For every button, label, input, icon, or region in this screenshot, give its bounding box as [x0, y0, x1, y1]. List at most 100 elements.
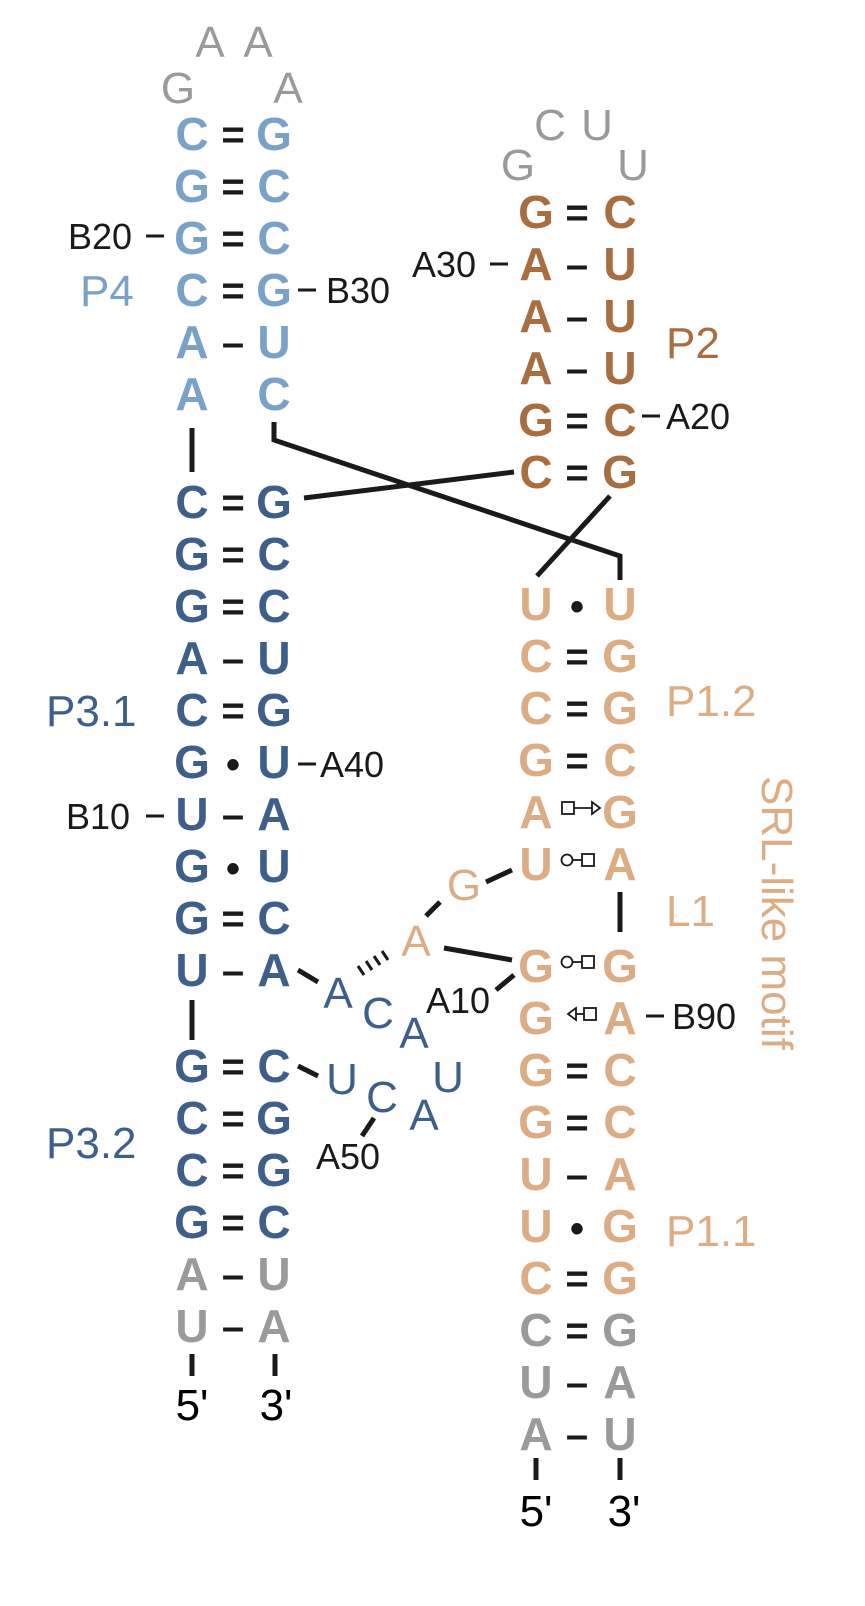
left-nt: A	[519, 238, 552, 290]
p4-loop-nt: A	[195, 18, 225, 67]
pair-symbol: =	[565, 1257, 588, 1301]
right-nt: U	[257, 840, 290, 892]
p2-loop-nt: C	[534, 101, 566, 150]
left-nt: A	[175, 368, 208, 420]
pair-symbol: =	[565, 451, 588, 495]
left-nt: A	[175, 316, 208, 368]
label-b90: B90	[672, 996, 736, 1037]
helix-label-p32: P3.2	[46, 1119, 137, 1168]
pair-symbol: =	[565, 635, 588, 679]
noncanonical-symbols	[560, 800, 602, 1022]
pair-symbol: =	[221, 1149, 244, 1193]
junction-nt: A	[399, 1009, 429, 1058]
left-nt: U	[519, 1148, 552, 1200]
pair-symbol: =	[221, 113, 244, 157]
left-nt: G	[518, 1044, 554, 1096]
pair-symbol: –	[566, 243, 588, 287]
pair-symbol: –	[222, 793, 244, 837]
junction-nt: A	[409, 1091, 439, 1140]
junction-nt: A	[323, 969, 353, 1018]
right-nt: U	[257, 736, 290, 788]
pair-symbol: =	[221, 585, 244, 629]
label-a10: A10	[426, 980, 490, 1021]
right-nt: C	[257, 368, 290, 420]
junction-nt: C	[362, 989, 394, 1038]
right-nt: C	[257, 160, 290, 212]
helix-label-p12: P1.2	[666, 677, 757, 726]
right-nt: G	[256, 108, 292, 160]
label-b20: B20	[68, 216, 132, 257]
pair-symbol: –	[222, 1253, 244, 1297]
left-nt: G	[174, 528, 210, 580]
crossing-line-c-to-u	[271, 422, 623, 580]
right-nt: C	[603, 394, 636, 446]
right-nt: U	[257, 316, 290, 368]
left-nt: C	[175, 1092, 208, 1144]
left-nt: A	[519, 342, 552, 394]
right-nt: C	[257, 528, 290, 580]
pair-symbol: =	[221, 689, 244, 733]
residue-labels: B20 B30 A30 A20 A40 B10 A10 B90 A50	[66, 216, 736, 1177]
left-nt: G	[518, 186, 554, 238]
left-stem: G A A A C = G G = C G = C C = G A – U A …	[161, 18, 303, 1430]
right-nt: A	[257, 944, 290, 996]
pair-symbol: =	[565, 739, 588, 783]
right-nt: A	[603, 1356, 636, 1408]
right-nt: U	[603, 578, 636, 630]
left-nt: C	[519, 446, 552, 498]
pair-symbol: =	[565, 1049, 588, 1093]
pair-symbol: =	[565, 399, 588, 443]
hash-mark	[364, 960, 374, 971]
pair-symbol: –	[566, 1413, 588, 1457]
right-nt: C	[257, 892, 290, 944]
pair-symbol: =	[565, 191, 588, 235]
p2-loop-nt: U	[581, 101, 613, 150]
right-nt: C	[257, 580, 290, 632]
right-nt: C	[603, 1096, 636, 1148]
p1-stem: U • U C = G C = G G = C A G U A G G G A …	[518, 578, 640, 1536]
p2-loop-nt: U	[617, 141, 649, 190]
right-nt: A	[603, 1148, 636, 1200]
right-nt: G	[256, 1144, 292, 1196]
right-nt: A	[603, 992, 636, 1044]
junction-link-a10-g	[494, 973, 516, 992]
left-nt: C	[519, 630, 552, 682]
pair-symbol: •	[226, 847, 240, 891]
left-nt: G	[518, 940, 554, 992]
right-nt: C	[603, 1044, 636, 1096]
right-nt: G	[602, 786, 638, 838]
right-five-prime-end: 5'	[520, 1487, 553, 1536]
left-nt: G	[174, 736, 210, 788]
crossing-line-g-to-u	[535, 494, 612, 578]
right-nt: G	[256, 1092, 292, 1144]
left-nt: C	[175, 476, 208, 528]
right-nt: U	[257, 632, 290, 684]
pair-symbol: =	[221, 897, 244, 941]
left-nt: C	[519, 1252, 552, 1304]
right-nt: U	[603, 342, 636, 394]
pair-symbol: •	[570, 585, 584, 629]
right-nt: G	[602, 630, 638, 682]
left-nt: G	[518, 1096, 554, 1148]
pair-symbol: =	[221, 165, 244, 209]
left-nt: A	[519, 290, 552, 342]
left-nt: A	[175, 1248, 208, 1300]
left-nt: G	[174, 580, 210, 632]
right-nt: U	[257, 1248, 290, 1300]
helix-label-p2: P2	[666, 319, 720, 368]
junction-link-ua-a	[296, 967, 320, 985]
pair-symbol: =	[565, 1101, 588, 1145]
label-a50: A50	[316, 1136, 380, 1177]
label-b30: B30	[326, 270, 390, 311]
left-nt: G	[174, 1040, 210, 1092]
helix-label-p31: P3.1	[46, 687, 137, 736]
pair-symbol: =	[221, 1201, 244, 1245]
left-nt: U	[175, 944, 208, 996]
left-nt: C	[519, 682, 552, 734]
junction-link-a-g-long	[443, 945, 513, 963]
pair-symbol: –	[222, 949, 244, 993]
hash-mark	[356, 965, 366, 976]
helix-label-l1: L1	[666, 887, 715, 936]
pair-symbol: –	[566, 1361, 588, 1405]
pair-symbol: •	[570, 1207, 584, 1251]
